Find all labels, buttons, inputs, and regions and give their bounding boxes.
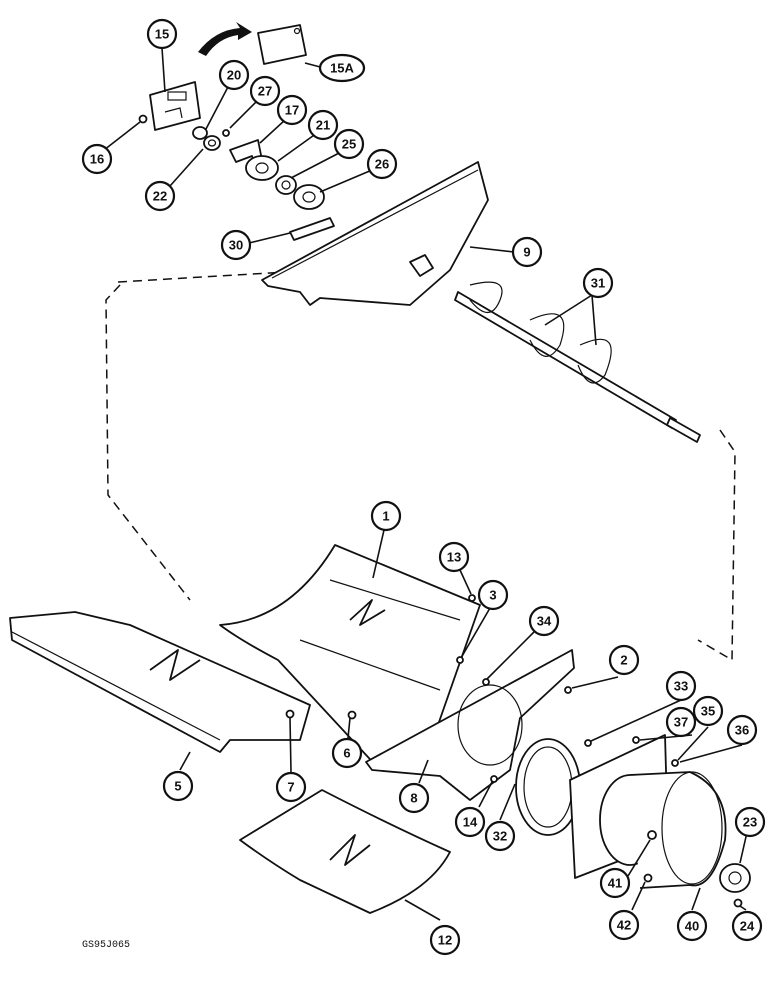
callout-label: 23 xyxy=(743,815,757,830)
small-hardware xyxy=(285,594,743,908)
callout-label: 25 xyxy=(342,137,356,152)
callout-label: 6 xyxy=(343,746,350,761)
callout-17: 17 xyxy=(276,94,308,126)
part-15a-gasket xyxy=(257,24,307,65)
callout-2: 2 xyxy=(608,644,640,676)
part-30-bar xyxy=(289,217,335,241)
callout-label: 13 xyxy=(447,550,461,565)
part-15-plate xyxy=(149,81,201,131)
callout-label: 15A xyxy=(330,61,354,76)
callout-label: 27 xyxy=(258,84,272,99)
callout-label: 26 xyxy=(375,157,389,172)
callout-label: 12 xyxy=(438,933,452,948)
callout-label: 36 xyxy=(735,723,749,738)
callout-label: 31 xyxy=(591,276,605,291)
callout-9: 9 xyxy=(511,236,543,268)
callout-label: 16 xyxy=(90,152,104,167)
callout-label: 5 xyxy=(174,779,181,794)
part-27-nut xyxy=(222,129,230,137)
callout-1: 1 xyxy=(370,500,402,532)
callout-21: 21 xyxy=(307,109,339,141)
callout-27: 27 xyxy=(249,75,281,107)
curved-arrow-icon xyxy=(198,22,252,56)
callout-label: 3 xyxy=(489,588,496,603)
callout-35: 35 xyxy=(692,695,724,727)
callout-32: 32 xyxy=(484,820,516,852)
part-25-bearing xyxy=(275,175,297,195)
callout-31: 31 xyxy=(582,267,614,299)
callout-label: 2 xyxy=(620,653,627,668)
drawing-code: GS95J065 xyxy=(82,940,131,951)
callout-6: 6 xyxy=(331,737,363,769)
callout-30: 30 xyxy=(220,229,252,261)
callout-41: 41 xyxy=(599,867,631,899)
callout-label: 41 xyxy=(608,876,622,891)
callout-12: 12 xyxy=(429,924,461,956)
callout-label: 1 xyxy=(382,509,389,524)
callout-label: 21 xyxy=(316,118,330,133)
part-20-22-bushings xyxy=(192,126,221,151)
callout-37: 37 xyxy=(665,706,697,738)
callout-7: 7 xyxy=(275,771,307,803)
callout-label: 22 xyxy=(153,189,167,204)
callout-16: 16 xyxy=(81,143,113,175)
part-8-plate xyxy=(365,649,575,801)
callout-22: 22 xyxy=(144,180,176,212)
callout-label: 42 xyxy=(617,918,631,933)
callout-label: 9 xyxy=(523,245,530,260)
callout-5: 5 xyxy=(162,770,194,802)
part-21-flange xyxy=(245,155,279,181)
callout-label: 34 xyxy=(537,614,552,629)
part-31-auger xyxy=(454,281,701,443)
callout-42: 42 xyxy=(608,909,640,941)
callout-label: 20 xyxy=(227,68,241,83)
callout-label: 15 xyxy=(155,27,169,42)
part-9-panel xyxy=(261,161,489,306)
callout-15a: 15A xyxy=(318,53,366,83)
callout-label: 32 xyxy=(493,829,507,844)
part-12-screen xyxy=(239,789,451,914)
callout-26: 26 xyxy=(366,148,398,180)
callout-label: 24 xyxy=(740,919,755,934)
callout-label: 35 xyxy=(701,704,715,719)
callout-40: 40 xyxy=(676,910,708,942)
callout-3: 3 xyxy=(477,579,509,611)
callout-25: 25 xyxy=(333,128,365,160)
callout-34: 34 xyxy=(528,605,560,637)
callout-label: 17 xyxy=(285,103,299,118)
part-5-pan xyxy=(9,611,311,753)
part-26-flange xyxy=(293,184,325,210)
callout-14: 14 xyxy=(454,806,486,838)
callout-label: 30 xyxy=(229,238,243,253)
callout-33: 33 xyxy=(665,670,697,702)
callout-20: 20 xyxy=(218,59,250,91)
callout-label: 33 xyxy=(674,679,688,694)
callout-36: 36 xyxy=(726,714,758,746)
part-16-bolt xyxy=(138,114,148,124)
callout-label: 7 xyxy=(287,780,294,795)
callout-15: 15 xyxy=(146,18,178,50)
callout-24: 24 xyxy=(731,910,763,942)
callout-label: 14 xyxy=(463,815,478,830)
callout-label: 40 xyxy=(685,919,699,934)
callout-13: 13 xyxy=(438,541,470,573)
callout-8: 8 xyxy=(398,782,430,814)
callout-label: 37 xyxy=(674,715,688,730)
callout-23: 23 xyxy=(734,806,766,838)
part-23-bearing xyxy=(719,863,751,893)
callout-label: 8 xyxy=(410,791,417,806)
part-housing-and-cylinder xyxy=(569,734,727,889)
